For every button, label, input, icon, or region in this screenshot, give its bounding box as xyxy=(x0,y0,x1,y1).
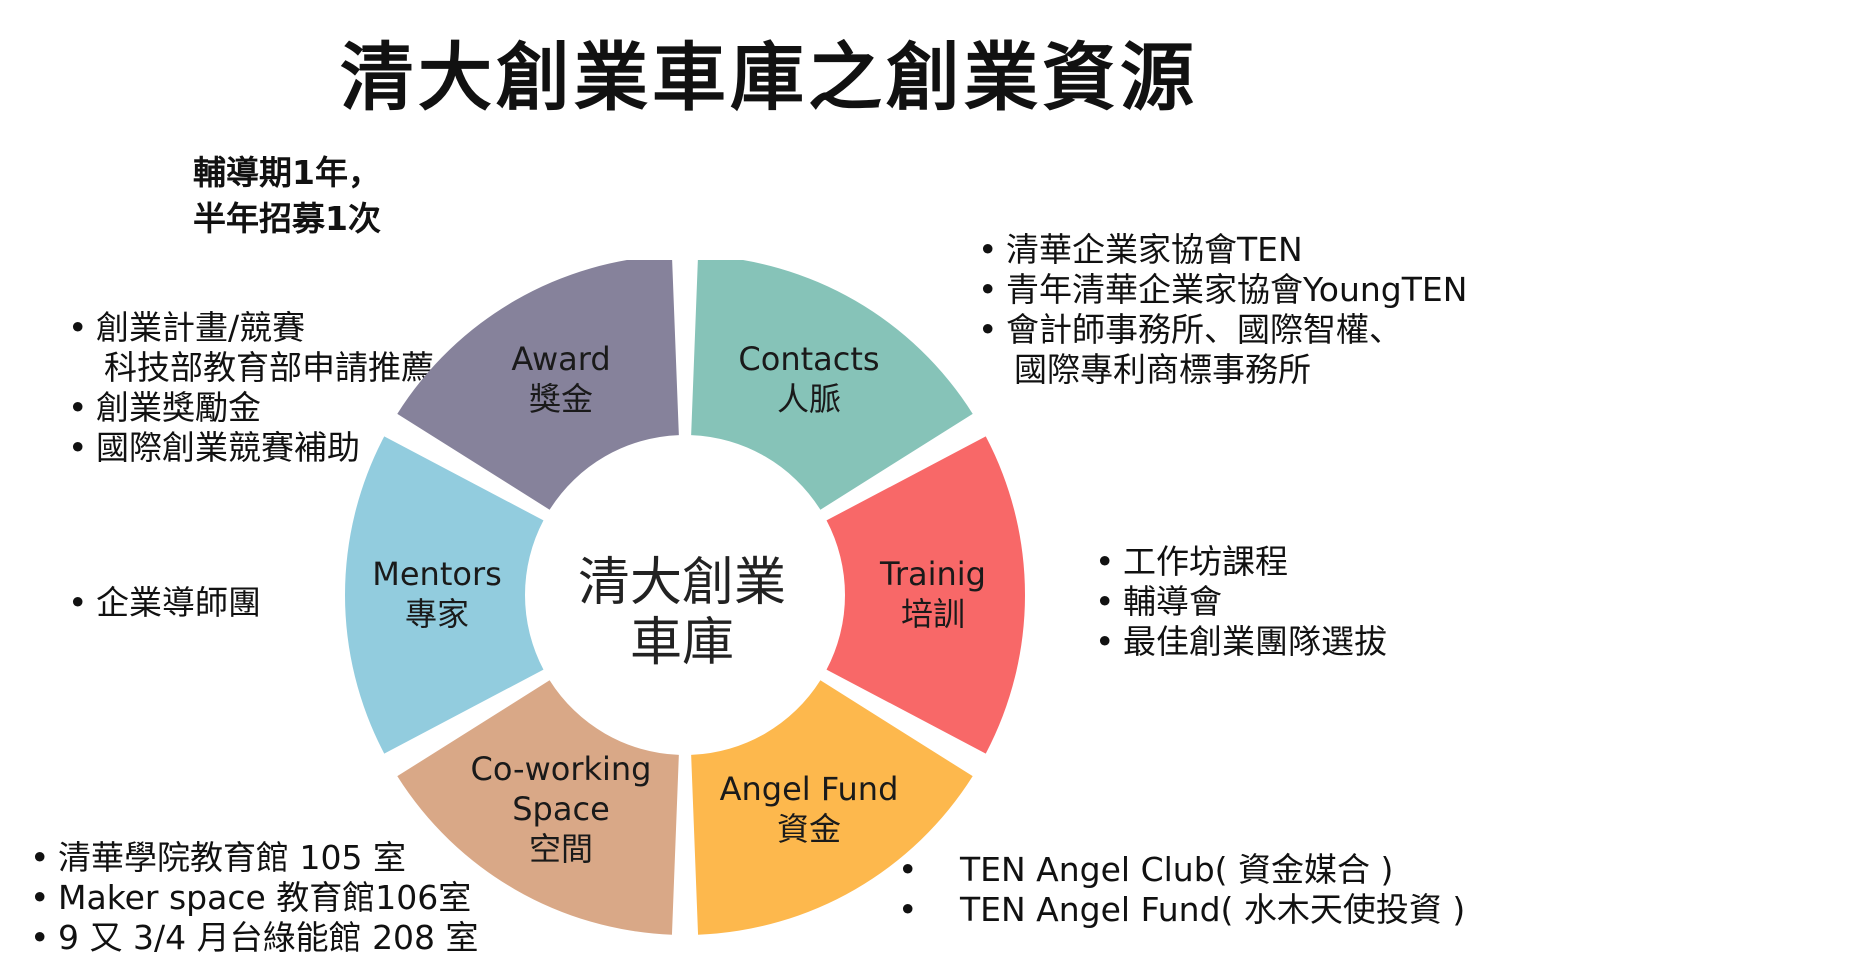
segment-angel xyxy=(691,680,973,935)
contacts-resource-list: 清華企業家協會TEN 青年清華企業家協會YoungTEN 會計師事務所、國際智權… xyxy=(978,230,1467,390)
segment-mentors xyxy=(345,436,544,754)
list-item: 科技部教育部申請推薦 xyxy=(104,348,434,387)
segment-award xyxy=(397,260,679,510)
list-item: 創業獎勵金 xyxy=(68,388,434,428)
segment-contacts xyxy=(691,260,973,510)
note-line-1: 輔導期1年， xyxy=(193,153,381,192)
note-line-2: 半年招募1次 xyxy=(193,199,381,238)
center-label-line-2: 車庫 xyxy=(630,613,734,673)
list-item: 國際專利商標事務所 xyxy=(1014,350,1311,389)
list-item: 清華企業家協會TEN xyxy=(978,230,1467,270)
segment-coworking xyxy=(397,680,679,935)
award-resource-list: 創業計畫/競賽 科技部教育部申請推薦 創業獎勵金 國際創業競賽補助 xyxy=(68,308,434,468)
list-item: 國際創業競賽補助 xyxy=(68,428,434,468)
segment-training xyxy=(826,436,1025,754)
center-label-line-1: 清大創業 xyxy=(578,553,786,613)
list-item: TEN Angel Fund( 水木天使投資 ) xyxy=(898,890,1465,930)
list-item: 工作坊課程 xyxy=(1095,542,1387,582)
list-item: 會計師事務所、國際智權、 xyxy=(978,310,1467,350)
list-item: Maker space 教育館106室 xyxy=(30,878,479,918)
coworking-resource-list: 清華學院教育館 105 室 Maker space 教育館106室 9 又 3/… xyxy=(30,838,479,958)
list-item: 9 又 3/4 月台綠能館 208 室 xyxy=(30,918,479,958)
list-item: 最佳創業團隊選拔 xyxy=(1095,622,1387,662)
page-title: 清大創業車庫之創業資源 xyxy=(340,35,1198,121)
program-note: 輔導期1年， 半年招募1次 xyxy=(193,150,381,242)
list-item: TEN Angel Club( 資金媒合 ) xyxy=(898,850,1465,890)
list-item: 青年清華企業家協會YoungTEN xyxy=(978,270,1467,310)
list-item: 清華學院教育館 105 室 xyxy=(30,838,479,878)
list-item: 創業計畫/競賽 xyxy=(68,308,434,348)
angel-fund-resource-list: TEN Angel Club( 資金媒合 ) TEN Angel Fund( 水… xyxy=(898,850,1465,930)
list-item: 輔導會 xyxy=(1095,582,1387,622)
mentors-resource-list: 企業導師團 xyxy=(68,583,261,623)
list-item: 企業導師團 xyxy=(68,583,261,623)
training-resource-list: 工作坊課程 輔導會 最佳創業團隊選拔 xyxy=(1095,542,1387,662)
